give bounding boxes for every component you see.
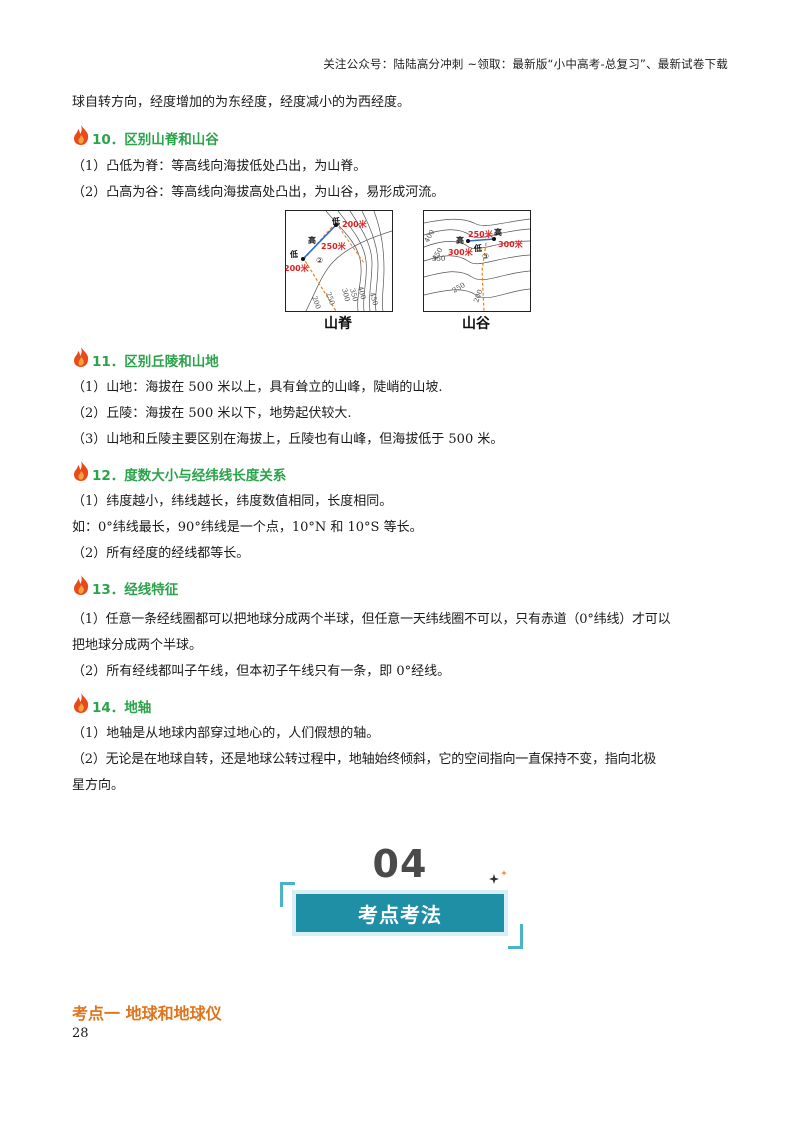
section-heading-12: 12．度数大小与经纬线长度关系 [72,461,287,485]
valley-contour-label: 200 [472,288,484,303]
ridge-contour-label: 350 [348,287,359,302]
ridge-number-label: ② [316,256,323,265]
valley-number-label: ③ [482,252,489,261]
flame-icon [74,693,89,713]
section-heading-10: 10．区别山脊和山谷 [72,125,219,149]
valley-low-label: 低 [473,243,482,253]
valley-high-left-label: 高 [456,235,464,245]
text-line: （2）丘陵：海拔在 500 米以下，地势起伏较大. [72,406,352,421]
text-line: （2）凸高为谷：等高线向海拔高处凸出，为山谷，易形成河流。 [72,185,445,200]
page-number: 28 [72,1026,89,1041]
ridge-low-left-label: 低 [289,249,298,259]
section-heading-13: 13．经线特征 [72,575,179,599]
ridge-low-top-label: 低 [331,216,340,226]
ridge-map: 低 200米 高 250米 低 200米 ② 200 250 300 350 4… [285,210,393,312]
text-line: （1）地轴是从地球内部穿过地心的，人们假想的轴。 [72,726,380,741]
text-line: （1）任意一条经线圈都可以把地球分成两个半球，但任意一天纬线圈不可以，只有赤道（… [72,612,671,627]
section-heading-14: 14．地轴 [72,693,152,717]
ridge-250-label: 250米 [321,241,347,251]
section-title: 10．区别山脊和山谷 [92,132,219,148]
contour-figures: 低 200米 高 250米 低 200米 ② 200 250 300 350 4… [285,210,531,335]
text-line: 星方向。 [72,778,125,793]
section-badge: 04 考点考法 [276,842,524,950]
flame-icon [74,461,89,481]
ridge-200-top-label: 200米 [342,219,368,229]
ridge-200-left-label: 200米 [286,263,310,273]
section-title: 12．度数大小与经纬线长度关系 [92,468,287,484]
ridge-contour-label: 400 [356,285,367,300]
badge-title: 考点考法 [358,902,442,927]
page-header: 关注公众号：陆陆高分冲刺 ~领取：最新版“小中高考-总复习”、最新试卷下载 [323,57,728,71]
valley-contour-diagram: 高 250米 高 300米 低 300米 ③ 400 450 350 250 2… [424,218,530,311]
valley-contour-label: 250 [451,281,467,295]
ridge-contour-label: 450 [368,291,379,306]
ridge-contour-label: 200 [310,295,322,310]
text-line: （2）所有经线都叫子午线，但本初子午线只有一条，即 0°经线。 [72,664,451,679]
text-line: （2）无论是在地球自转，还是地球公转过程中，地轴始终倾斜，它的空间指向一直保持不… [72,752,657,767]
valley-contour-label: 400 [424,228,436,244]
intro-line: 球自转方向，经度增加的为东经度，经度减小的为西经度。 [72,95,411,110]
ridge-contour-label: 250 [324,291,336,306]
text-line: 把地球分成两个半球。 [72,638,203,653]
text-line: （3）山地和丘陵主要区别在海拔上，丘陵也有山峰，但海拔低于 500 米。 [72,432,504,447]
section-title: 14．地轴 [92,700,152,716]
sparkle-icon [489,870,507,884]
section-title: 13．经线特征 [92,582,179,598]
text-line: 如：0°纬线最长，90°纬线是一个点，10°N 和 10°S 等长。 [72,520,423,535]
flame-icon [74,347,89,367]
text-line: （2）所有经度的经线都等长。 [72,546,250,561]
valley-250-label: 250米 [468,229,494,239]
ridge-contour-label: 300 [340,287,351,302]
valley-300-left-label: 300米 [448,247,474,257]
valley-high-right-label: 高 [494,227,502,237]
valley-300-right-label: 300米 [498,239,524,249]
kaodian-title: 考点一 地球和地球仪 [72,1004,222,1023]
flame-icon [74,575,89,595]
flame-icon [74,125,89,145]
valley-contour-label: 350 [432,255,445,263]
ridge-high-label: 高 [308,235,316,245]
text-line: （1）纬度越小，纬线越长，纬度数值相同，长度相同。 [72,494,393,509]
text-line: （1）凸低为脊：等高线向海拔低处凸出，为山脊。 [72,159,367,174]
valley-caption: 山谷 [462,316,490,332]
valley-map: 高 250米 高 300米 低 300米 ③ 400 450 350 250 2… [423,210,531,312]
badge-box: 考点考法 [292,890,508,936]
bracket-bottom-right [508,924,523,949]
section-heading-11: 11．区别丘陵和山地 [72,347,219,371]
section-title: 11．区别丘陵和山地 [92,354,219,370]
text-line: （1）山地：海拔在 500 米以上，具有耸立的山峰，陡峭的山坡. [72,380,443,395]
ridge-contour-diagram: 低 200米 高 250米 低 200米 ② 200 250 300 350 4… [286,211,392,311]
ridge-caption: 山脊 [324,316,352,332]
section-number: 04 [372,842,428,886]
bracket-top-left [280,882,295,907]
